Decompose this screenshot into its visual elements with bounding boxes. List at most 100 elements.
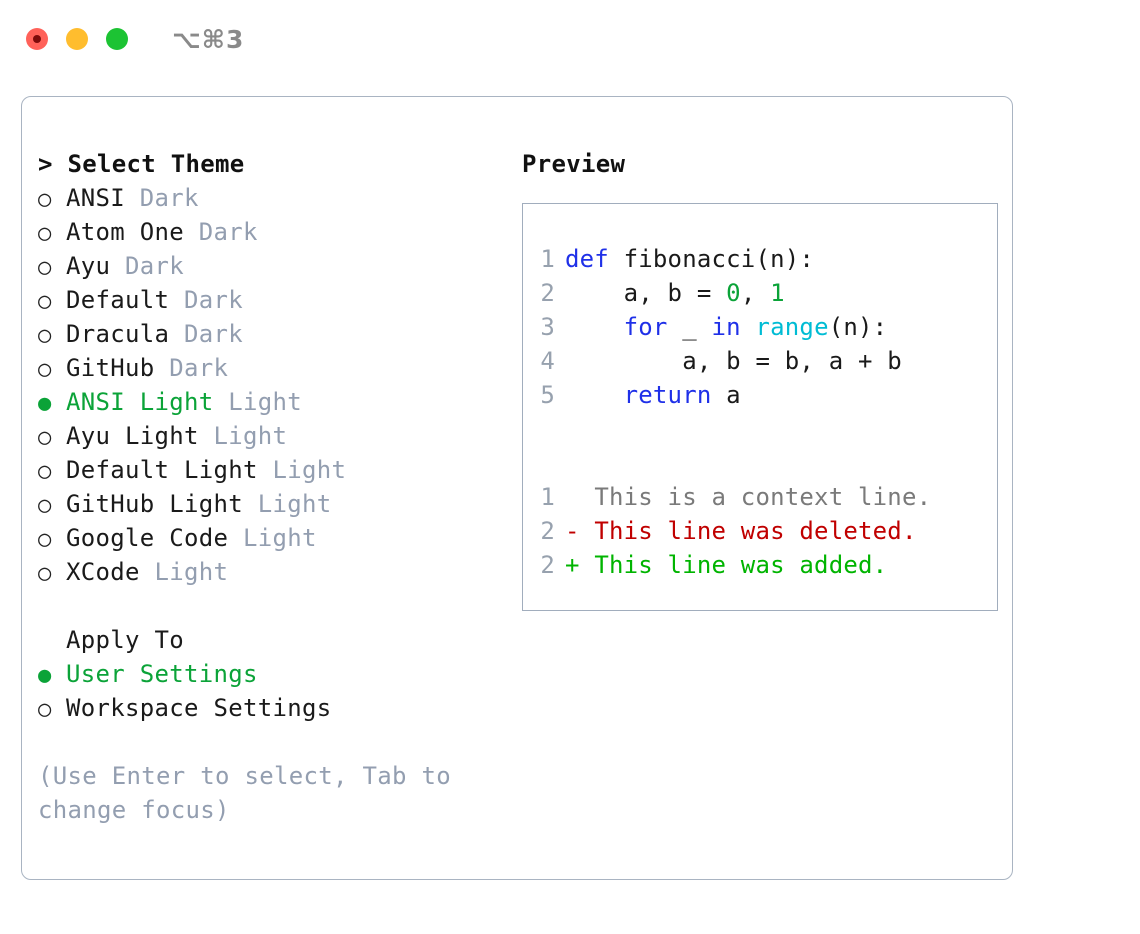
- code-line: 2 a, b = 0, 1: [523, 276, 997, 310]
- theme-option-space: [110, 249, 125, 283]
- code-line: 4 a, b = b, a + b: [523, 344, 997, 378]
- theme-option-github-light[interactable]: ○ GitHub Light Light: [38, 487, 500, 521]
- theme-option-dracula[interactable]: ○Dracula Dark: [38, 317, 500, 351]
- theme-option-atom-one[interactable]: ○Atom One Dark: [38, 215, 500, 249]
- code-token-kw: def: [565, 245, 624, 273]
- diff-line-text: + This line was added.: [565, 548, 887, 582]
- theme-option-tag: Light: [243, 524, 317, 552]
- apply-to-header: Apply To: [66, 626, 184, 654]
- theme-option-ayu-light[interactable]: ○Ayu Light Light: [38, 419, 500, 453]
- code-line-text: a, b = 0, 1: [565, 276, 785, 310]
- theme-option-name: Default Light: [66, 456, 258, 484]
- section-spacer: [38, 589, 500, 623]
- code-line-number: 4: [540, 347, 555, 375]
- theme-option-name: Ayu Light: [66, 422, 199, 450]
- theme-option-default[interactable]: ○ Default Dark: [38, 283, 500, 317]
- radio-unselected-icon: ○: [38, 493, 52, 518]
- theme-option-ayu[interactable]: ○Ayu Dark: [38, 249, 500, 283]
- theme-option-tag: Light: [257, 490, 332, 518]
- radio-selected-icon: ●: [38, 391, 52, 416]
- diff-text: This line was deleted.: [594, 517, 917, 545]
- theme-option-space: [169, 317, 184, 351]
- theme-option-name: GitHub: [66, 354, 155, 382]
- theme-option-name: Ayu: [66, 252, 111, 280]
- apply-to-list: ● User Settings ○Workspace Settings: [38, 657, 500, 725]
- title-bar: ⌥⌘3: [0, 0, 1140, 78]
- radio-unselected-icon: ○: [38, 255, 52, 280]
- close-button[interactable]: [26, 28, 48, 50]
- apply-to-option-name: Workspace Settings: [66, 694, 332, 722]
- preview-block-separator-2: [523, 446, 997, 480]
- theme-option-xcode[interactable]: ○XCode Light: [38, 555, 500, 589]
- close-active-dot-icon: [33, 35, 41, 43]
- radio-unselected-icon: ○: [38, 289, 52, 314]
- code-token-kw: for: [623, 313, 668, 341]
- code-line-text: def fibonacci(n):: [565, 242, 814, 276]
- code-line: 5 return a: [523, 378, 997, 412]
- apply-to-option-name: User Settings: [66, 660, 258, 688]
- diff-marker: [565, 483, 594, 511]
- diff-line-number: 1: [540, 483, 555, 511]
- diff-line-context: 1 This is a context line.: [523, 480, 997, 514]
- apply-to-option-workspace-settings[interactable]: ○Workspace Settings: [38, 691, 500, 725]
- code-token-kw: return: [623, 381, 712, 409]
- radio-unselected-icon: ○: [38, 323, 52, 348]
- theme-option-ansi[interactable]: ○ANSI Dark: [38, 181, 500, 215]
- diff-text: This is a context line.: [594, 483, 932, 511]
- theme-option-ansi-light[interactable]: ●ANSI Light Light: [38, 385, 500, 419]
- code-token-num: 1: [770, 279, 785, 307]
- theme-option-space: [258, 453, 273, 487]
- code-token-plain: a, b = b, a + b: [682, 347, 902, 375]
- hint-spacer: [38, 725, 500, 759]
- theme-option-name: Google Code: [66, 524, 229, 552]
- radio-unselected-icon: ○: [38, 357, 52, 382]
- theme-option-tag: Dark: [169, 354, 229, 382]
- theme-option-name: GitHub Light: [66, 490, 243, 518]
- theme-selection-column: > Select Theme ○ANSI Dark○Atom One Dark○…: [22, 97, 500, 879]
- theme-option-space: [214, 385, 229, 419]
- maximize-button[interactable]: [106, 28, 128, 50]
- diff-line-text: This is a context line.: [565, 480, 931, 514]
- preview-block-separator: [523, 412, 997, 446]
- minimize-button[interactable]: [66, 28, 88, 50]
- main-panel: > Select Theme ○ANSI Dark○Atom One Dark○…: [21, 96, 1013, 880]
- theme-list: ○ANSI Dark○Atom One Dark○Ayu Dark○Defaul…: [38, 181, 500, 589]
- radio-unselected-icon: ○: [38, 459, 52, 484]
- theme-option-tag: Dark: [198, 218, 258, 246]
- theme-option-github[interactable]: ○ GitHub Dark: [38, 351, 500, 385]
- diff-line-text: - This line was deleted.: [565, 514, 917, 548]
- code-token-num: 0: [726, 279, 741, 307]
- theme-option-tag: Light: [213, 422, 288, 450]
- diff-line-number: 2: [540, 551, 555, 579]
- theme-option-tag: Light: [154, 558, 229, 586]
- keyboard-hint: (Use Enter to select, Tab to change focu…: [38, 762, 451, 824]
- code-line-number: 2: [540, 279, 555, 307]
- window-shortcut-label: ⌥⌘3: [172, 24, 245, 54]
- theme-option-space: [243, 487, 258, 521]
- preview-title: Preview: [522, 150, 626, 178]
- code-line-number: 1: [540, 245, 555, 273]
- radio-unselected-icon: ○: [38, 187, 52, 212]
- diff-marker: +: [565, 551, 595, 579]
- code-line: 3 for _ in range(n):: [523, 310, 997, 344]
- radio-selected-icon: ●: [38, 663, 52, 688]
- apply-to-option-user-settings[interactable]: ● User Settings: [38, 657, 500, 691]
- theme-option-tag: Light: [272, 456, 347, 484]
- theme-option-name: Default: [66, 286, 170, 314]
- theme-option-default-light[interactable]: ○ Default Light Light: [38, 453, 500, 487]
- theme-option-name: ANSI: [66, 184, 125, 212]
- code-token-plain: fibonacci(n):: [623, 245, 815, 273]
- theme-option-space: [155, 351, 170, 385]
- theme-option-tag: Dark: [184, 286, 243, 314]
- theme-option-tag: Light: [228, 388, 302, 416]
- code-token-fn: range: [755, 313, 829, 341]
- select-theme-header: > Select Theme: [38, 147, 500, 181]
- traffic-lights: [26, 28, 128, 50]
- theme-option-google-code[interactable]: ○Google Code Light: [38, 521, 500, 555]
- code-token-plain: ,: [740, 279, 771, 307]
- theme-option-space: [184, 215, 199, 249]
- theme-option-space: [228, 521, 243, 555]
